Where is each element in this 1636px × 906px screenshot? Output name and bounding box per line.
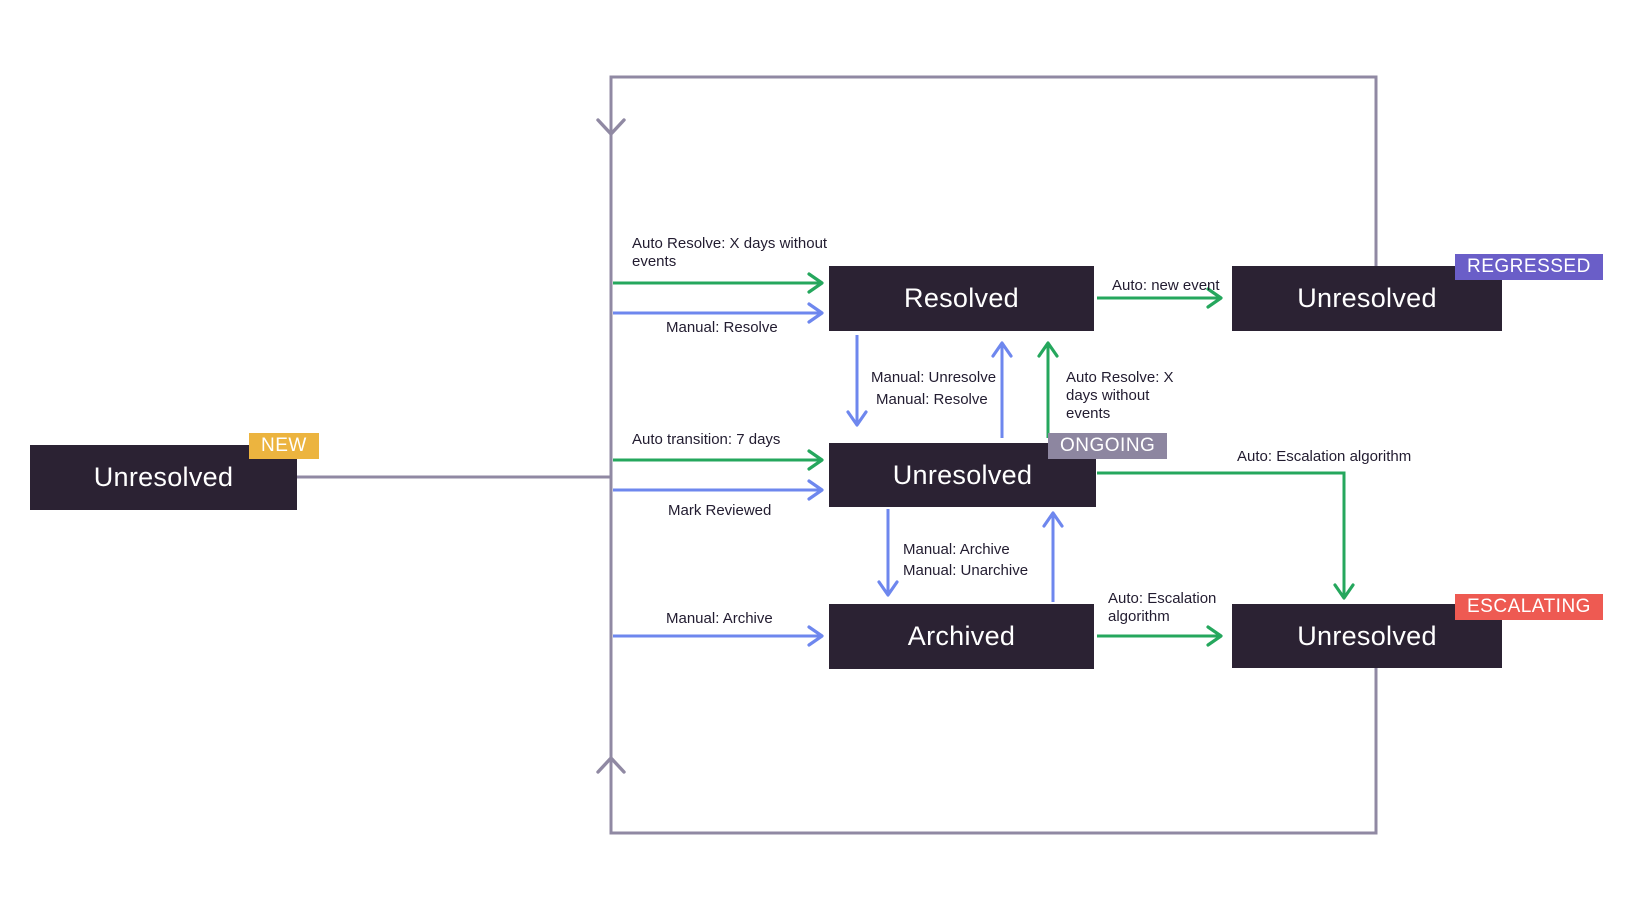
state-node-archived-label: Archived: [907, 621, 1016, 651]
state-node-resolved: Resolved: [829, 266, 1094, 331]
edge-label-manual-resolve-ongoing: Manual: Resolve: [876, 391, 988, 408]
status-badge-regressed: REGRESSED: [1455, 254, 1603, 280]
loop-up-chevron: [596, 756, 626, 774]
arrow-auto-escalation-ongoing: [1097, 471, 1355, 600]
state-node-escalating-label: Unresolved: [1297, 620, 1437, 651]
status-badge-escalating: ESCALATING: [1455, 594, 1603, 620]
state-node-resolved-label: Resolved: [904, 283, 1019, 313]
state-node-new: Unresolved: [30, 445, 297, 510]
edge-label-auto-escalation-archived: Auto: Escalation algorithm: [1108, 590, 1217, 625]
edge-label-manual-archive-pair: Manual: Archive: [903, 541, 1010, 558]
edge-label-auto-resolve-new: Auto Resolve: X days without events: [632, 235, 828, 270]
edge-label-manual-unarchive-pair: Manual: Unarchive: [903, 562, 1029, 579]
state-node-new-label: Unresolved: [93, 462, 234, 492]
edge-label-manual-resolve-new: Manual: Resolve: [666, 319, 778, 336]
status-badge-new: NEW: [249, 433, 319, 459]
edge-label-manual-archive-new: Manual: Archive: [666, 610, 773, 627]
loop-rectangle: [609, 75, 1378, 835]
edge-label-auto-resolve-ongoing: Auto Resolve: X days without events: [1066, 369, 1174, 422]
edge-label-mark-reviewed: Mark Reviewed: [668, 502, 772, 519]
edge-label-auto-escalation-ongoing: Auto: Escalation algorithm: [1237, 448, 1412, 465]
edge-label-manual-unresolve: Manual: Unresolve: [871, 369, 997, 386]
state-node-regressed-label: Unresolved: [1297, 283, 1437, 313]
status-badge-ongoing: ONGOING: [1048, 433, 1168, 459]
state-node-ongoing-label: Unresolved: [892, 459, 1033, 490]
loop-down-chevron: [596, 118, 626, 136]
edge-label-auto-new-event: Auto: new event: [1112, 277, 1220, 294]
edge-label-auto-transition: Auto transition: 7 days: [632, 431, 781, 448]
state-node-archived: Archived: [829, 604, 1094, 669]
